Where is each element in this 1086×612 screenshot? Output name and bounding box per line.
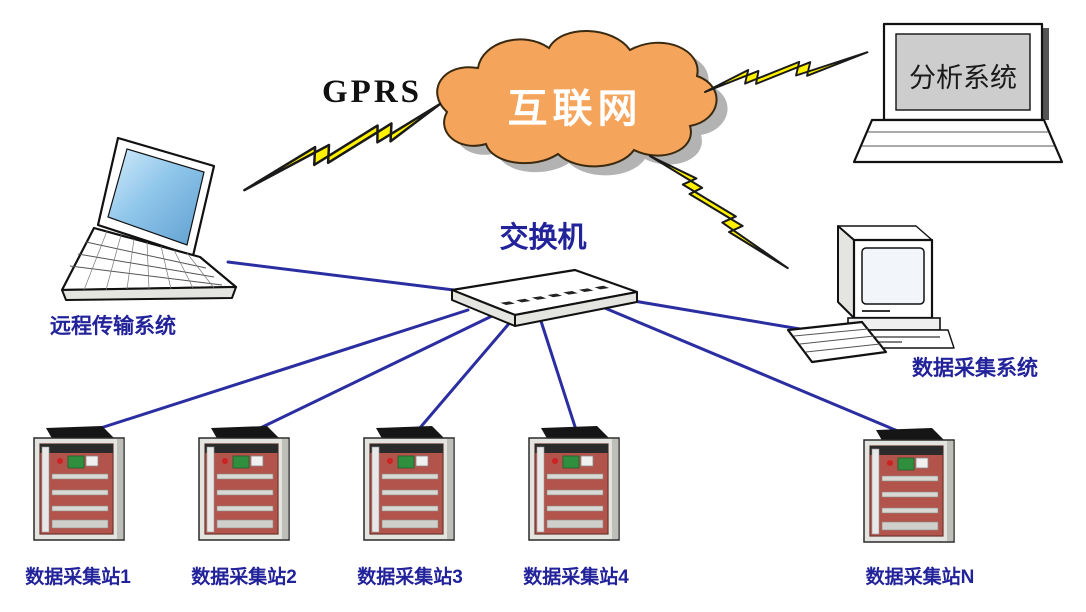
analysis-keyboard-base <box>852 118 1064 164</box>
link-switch-station2 <box>246 314 494 436</box>
station-label-N: 数据采集站N <box>865 567 975 588</box>
network-switch <box>450 268 639 327</box>
internet-label: 互联网 <box>507 87 643 131</box>
station-label-3: 数据采集站3 <box>357 567 463 588</box>
cloud-shape <box>436 30 718 168</box>
analysis-system-label: 分析系统 <box>909 63 1017 93</box>
internet-cloud <box>436 30 728 176</box>
daq-system-label: 数据采集系统 <box>912 357 1038 380</box>
bolt-cloud-analysis <box>704 0 869 153</box>
station-cabinet-1 <box>33 425 125 541</box>
laptop-deck-edge <box>61 286 237 301</box>
daq-keyboard <box>786 320 888 364</box>
link-switch-daq <box>626 298 808 332</box>
remote-laptop <box>60 136 238 301</box>
daq-computer <box>786 225 955 364</box>
gprs-label: GPRS <box>322 74 423 110</box>
station-cabinet-3 <box>363 425 455 541</box>
station-label-4: 数据采集站4 <box>523 567 629 588</box>
remote-system-label: 远程传输系统 <box>50 315 176 338</box>
station-label-2: 数据采集站2 <box>191 567 297 588</box>
laptop-keys <box>69 230 223 291</box>
bolt-cloud-laptop <box>243 39 442 255</box>
station-cabinet-N <box>863 427 955 543</box>
analysis-computer <box>852 22 1064 164</box>
link-switch-stationN <box>598 304 914 439</box>
crt-screen <box>861 247 925 305</box>
station-label-1: 数据采集站1 <box>25 567 131 588</box>
crt-side <box>837 225 855 319</box>
switch-left <box>451 289 516 327</box>
link-laptop-switch <box>226 260 472 294</box>
link-switch-station1 <box>80 308 470 436</box>
switch-label: 交换机 <box>499 222 587 254</box>
laptop-screen <box>107 148 205 246</box>
switch-ports <box>500 285 610 305</box>
link-switch-station4 <box>538 316 580 438</box>
link-switch-station3 <box>411 318 514 438</box>
station-cabinet-2 <box>198 425 290 541</box>
analysis-screen <box>895 33 1031 111</box>
analysis-screen-shadow <box>1042 28 1049 120</box>
station-cabinets <box>33 425 955 543</box>
bolt-cloud-daq <box>634 154 804 270</box>
station-cabinet-4 <box>528 425 620 541</box>
connection-lines <box>80 260 914 439</box>
